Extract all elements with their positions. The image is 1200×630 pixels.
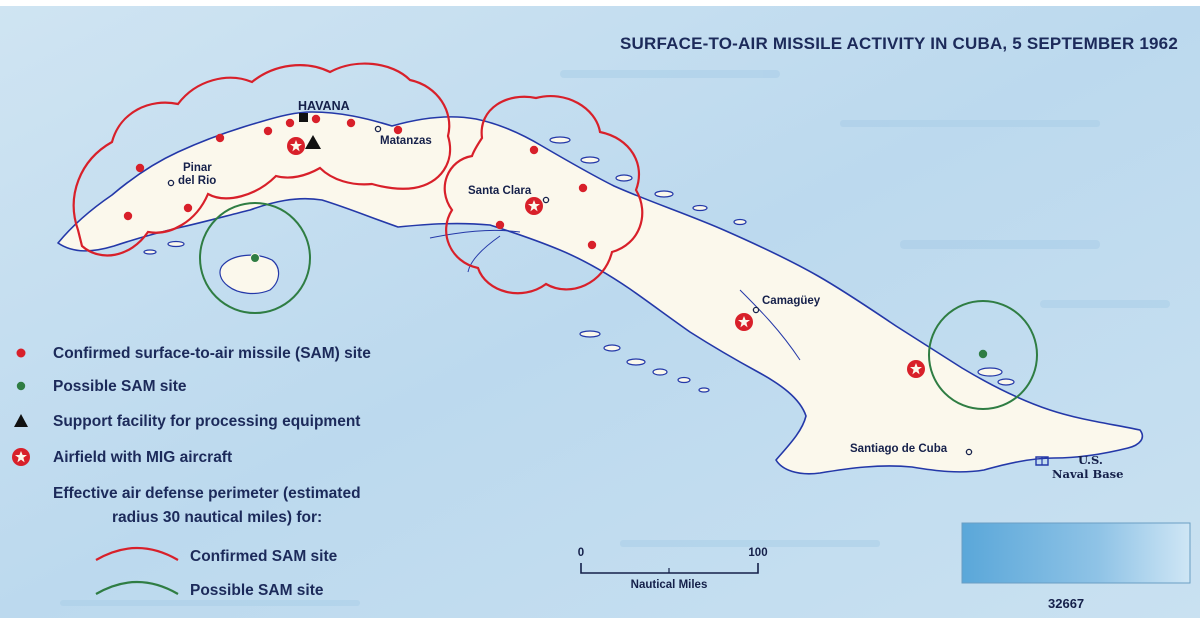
label-havana: HAVANA [298,99,350,113]
confirmed-sam-site [578,183,588,193]
city-marker [752,306,760,314]
scale-bar: 0 100 Nautical Miles [578,547,768,591]
scale-zero-label: 0 [578,547,584,559]
support-facility-icon [305,135,321,149]
legend-confirmed-icon [16,348,26,358]
legend-perimeter-line2: radius 30 nautical miles) for: [112,509,322,526]
confirmed-sam-site [311,114,321,124]
legend-possible-label: Possible SAM site [53,378,187,395]
confirmed-sam-site [529,145,539,155]
legend-perimeter-confirmed: Confirmed SAM site [190,548,338,565]
label-santiago: Santiago de Cuba [850,443,948,455]
possible-sam-site [978,349,988,359]
confirmed-sam-site [135,163,145,173]
offshore-keys [143,136,1015,393]
label-pinar-line2: del Rio [178,175,216,187]
sea-background [0,6,1200,618]
map-number: 32667 [1048,596,1084,611]
city-markers [167,125,973,456]
airfield-markers [287,137,925,378]
confirmed-sam-site [183,203,193,213]
possible-perimeter-west [199,202,311,314]
confirmed-sam-sites [123,114,597,250]
legend-support-icon [14,414,28,427]
city-marker [167,179,175,187]
label-matanzas: Matanzas [380,135,432,147]
legend-confirmed-arc-icon [95,546,179,561]
map-title: SURFACE-TO-AIR MISSILE ACTIVITY IN CUBA,… [620,34,1178,53]
possible-perimeter-east [928,300,1038,410]
possible-sam-site [250,253,260,263]
inland-lines [429,229,801,361]
confirmed-sam-site [587,240,597,250]
confirmed-sam-site [123,211,133,221]
sea-streaks [60,70,1170,606]
naval-base-icon [1035,456,1049,466]
confirmed-sam-site [263,126,273,136]
label-naval-line1: U.S. [1078,453,1103,467]
airfield-icon [525,197,543,215]
airfield-icon [287,137,305,155]
label-camaguey: Camagüey [762,295,821,307]
legend-possible-icon [16,381,26,391]
confirmed-sam-site [495,220,505,230]
city-marker [542,196,550,204]
legend-perimeter-possible: Possible SAM site [190,582,324,599]
label-naval-line2: Naval Base [1052,467,1123,481]
scale-max-label: 100 [748,547,767,559]
color-swatch [961,522,1191,584]
confirmed-sam-perimeter [72,62,644,295]
legend-airfield-icon [12,448,30,466]
label-pinar-line1: Pinar [183,162,212,174]
legend-airfield-label: Airfield with MIG aircraft [53,449,232,466]
possible-sam-perimeter [199,202,1038,410]
scale-unit-label: Nautical Miles [631,579,708,591]
legend-confirmed-label: Confirmed surface-to-air missile (SAM) s… [53,345,371,362]
confirmed-sam-site [285,118,295,128]
confirmed-sam-site [215,133,225,143]
cuba-island [57,111,1144,475]
confirmed-sam-site [393,125,403,135]
confirmed-sam-site [346,118,356,128]
legend: Confirmed surface-to-air missile (SAM) s… [12,345,371,599]
city-marker [965,448,973,456]
central-perimeter [443,95,644,295]
legend-support-label: Support facility for processing equipmen… [53,413,360,430]
havana-capital-icon [299,113,308,122]
airfield-icon [735,313,753,331]
city-marker [374,125,382,133]
legend-perimeter-line1: Effective air defense perimeter (estimat… [53,485,361,502]
label-santa-clara: Santa Clara [468,185,532,197]
possible-sam-sites [250,253,988,359]
airfield-icon [907,360,925,378]
legend-possible-arc-icon [95,580,179,595]
west-perimeter [72,62,452,257]
